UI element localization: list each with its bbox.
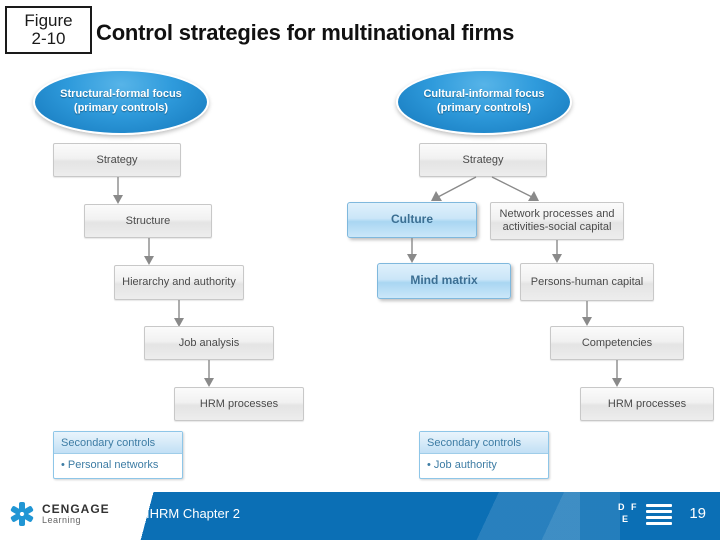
arrow-left-job-analysis-to-hrm xyxy=(204,360,214,387)
node-label: HRM processes xyxy=(199,397,279,410)
diagram-canvas: Structural-formal focus (primary control… xyxy=(0,62,720,492)
panel-title: Secondary controls xyxy=(420,432,548,454)
node-label: Strategy xyxy=(462,153,504,166)
right-header-line2: (primary controls) xyxy=(436,102,532,114)
node-label: Strategy xyxy=(96,153,138,166)
node-label: Culture xyxy=(391,212,433,227)
right-secondary-controls-panel: Secondary controls • Job authority xyxy=(419,431,549,479)
arrow-right-culture-to-mind-matrix xyxy=(407,238,417,263)
node-left-strategy: Strategy xyxy=(53,143,181,177)
figure-badge: Figure 2-10 xyxy=(5,6,92,54)
brand-subtitle: Learning xyxy=(42,514,82,525)
footer-chapter-label: IHRM Chapter 2 xyxy=(146,506,240,521)
figure-label-line2: 2-10 xyxy=(31,29,66,48)
node-right-strategy: Strategy xyxy=(419,143,547,177)
cengage-mark-icon xyxy=(8,500,36,528)
node-right-hrm-processes: HRM processes xyxy=(580,387,714,421)
node-label: HRM processes xyxy=(607,397,687,410)
footer-white-wedge-diagonal xyxy=(120,492,180,540)
node-left-hrm-processes: HRM processes xyxy=(174,387,304,421)
arrow-left-strategy-to-structure xyxy=(113,177,123,204)
arrow-left-structure-to-hierarchy xyxy=(144,238,154,265)
left-header-line2: (primary controls) xyxy=(73,102,169,114)
footer-diagonal-highlight-2 xyxy=(500,492,620,540)
node-right-persons-human-capital: Persons-human capital xyxy=(520,263,654,301)
panel-title: Secondary controls xyxy=(54,432,182,454)
arrow-left-hierarchy-to-job-analysis xyxy=(174,300,184,327)
node-label: Structure xyxy=(125,214,171,227)
node-label: Competencies xyxy=(581,336,653,349)
arrow-right-network-to-persons xyxy=(552,240,562,263)
node-left-job-analysis: Job analysis xyxy=(144,326,274,360)
footer-bar: CENGAGE Learning IHRM Chapter 2 D F E 19 xyxy=(0,492,720,540)
node-left-structure: Structure xyxy=(84,204,212,238)
arrow-right-strategy-split xyxy=(431,176,539,201)
page-title: Control strategies for multinational fir… xyxy=(96,20,515,45)
arrow-right-competencies-to-hrm xyxy=(612,360,622,387)
node-label: Network processes and activities-social … xyxy=(499,208,615,233)
left-header-line1: Structural-formal focus xyxy=(60,88,182,101)
node-label: Hierarchy and authority xyxy=(122,276,236,289)
node-label: Job analysis xyxy=(178,336,240,349)
node-label: Mind matrix xyxy=(410,273,478,288)
node-left-hierarchy-and-authority: Hierarchy and authority xyxy=(114,265,244,300)
panel-item: • Job authority xyxy=(427,459,497,471)
publisher-logo-icon: D F E xyxy=(618,500,674,530)
footer-diagonal-highlight-1 xyxy=(430,492,580,540)
cengage-learning-logo: CENGAGE Learning xyxy=(8,500,110,528)
logo-letter-d: D xyxy=(618,502,625,512)
figure-label-line1: Figure xyxy=(24,11,73,31)
left-column-header-ellipse: Structural-formal focus (primary control… xyxy=(33,69,209,135)
left-secondary-controls-panel: Secondary controls • Personal networks xyxy=(53,431,183,479)
right-header-line1: Cultural-informal focus xyxy=(423,88,545,101)
logo-bars-icon xyxy=(646,504,672,526)
node-right-network-processes: Network processes and activities-social … xyxy=(490,202,624,240)
right-column-header-ellipse: Cultural-informal focus (primary control… xyxy=(396,69,572,135)
node-right-competencies: Competencies xyxy=(550,326,684,360)
logo-letter-f: F xyxy=(631,502,637,512)
node-label: Persons-human capital xyxy=(530,275,644,288)
publisher-letters: D F E xyxy=(618,500,644,530)
panel-item: • Personal networks xyxy=(61,459,159,471)
node-right-culture: Culture xyxy=(347,202,477,238)
page-number: 19 xyxy=(689,505,706,522)
arrow-right-persons-to-competencies xyxy=(582,301,592,326)
brand-name: CENGAGE xyxy=(42,501,110,516)
node-right-mind-matrix: Mind matrix xyxy=(377,263,511,299)
logo-letter-e: E xyxy=(622,514,629,524)
